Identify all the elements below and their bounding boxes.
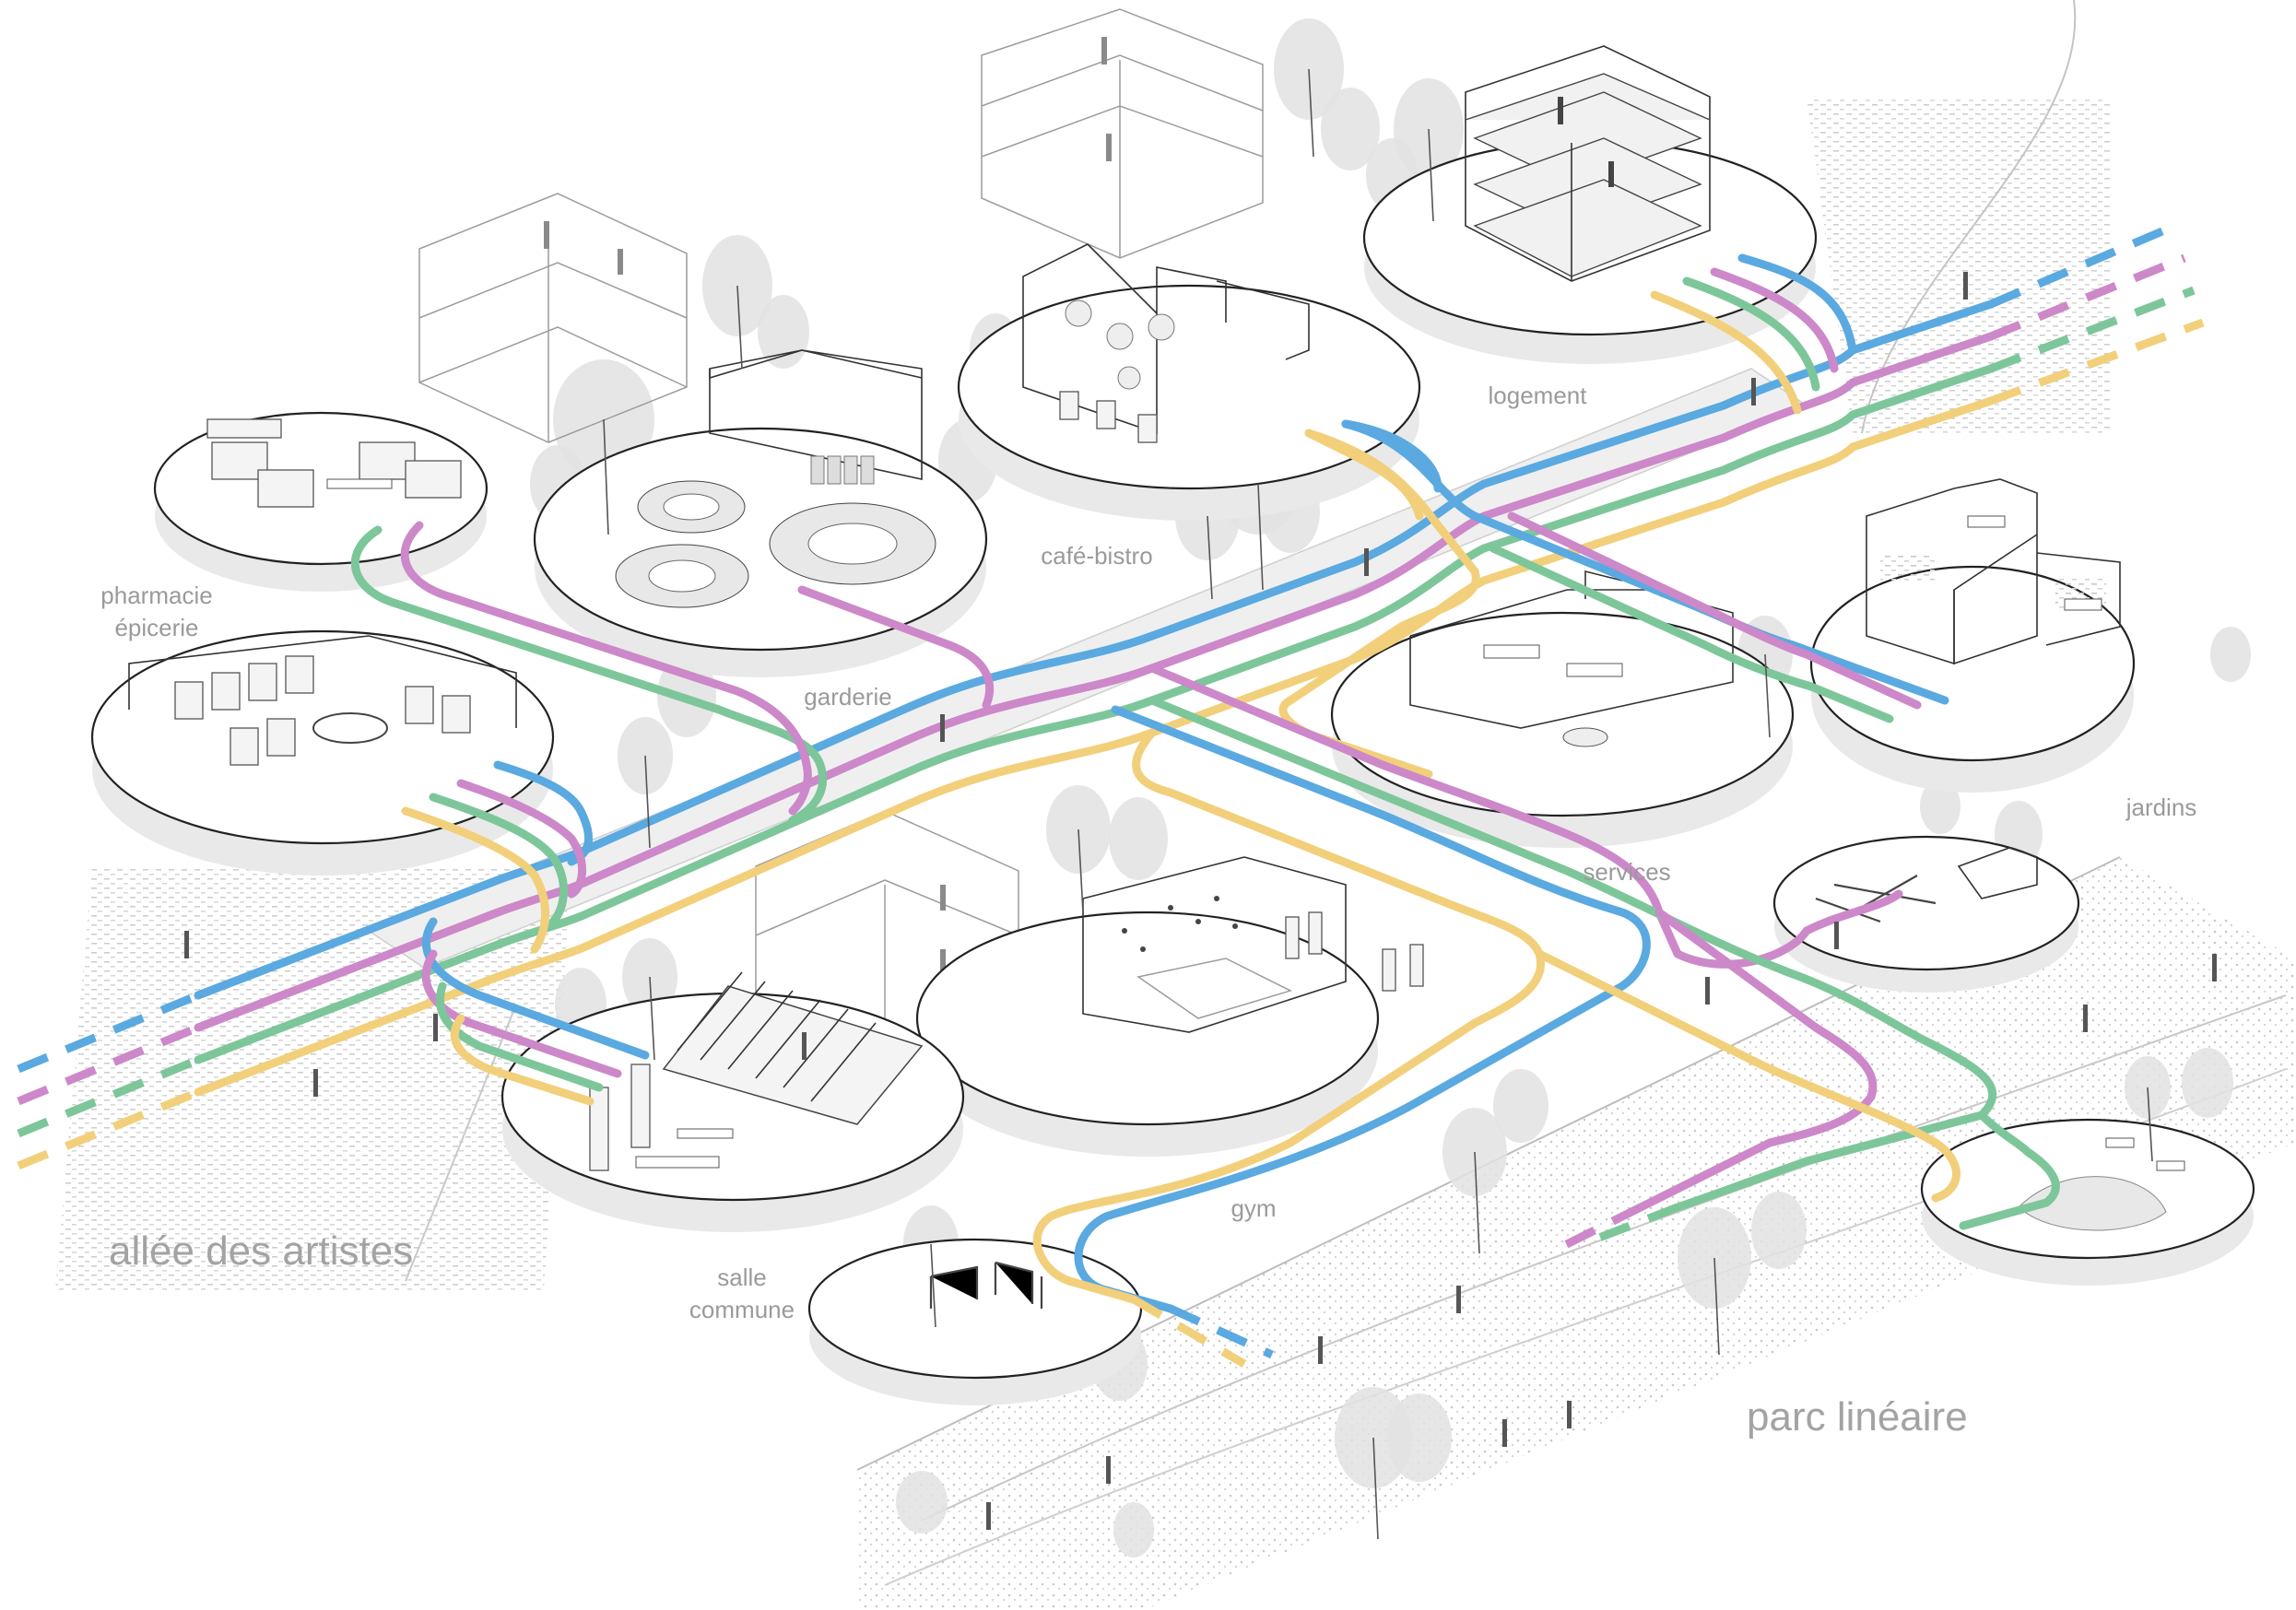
route-blue-dash-ne [1989,221,2177,309]
route-violet-pharmacie [400,521,812,816]
route-yellow-park [1535,949,1960,1203]
route-green-epicerie [429,793,569,926]
label-allee-des-artistes: allée des artistes [109,1228,413,1274]
route-green-cross [1489,544,1894,723]
route-blue-cafe [1341,419,1442,493]
route-blue-dash-south [1169,1304,1274,1359]
tree [1321,88,1380,170]
label-epicerie: épicerie [114,614,198,641]
route-violet-dash-ne [1989,253,2186,341]
platform-playground [1772,835,2080,971]
platform-cafe [957,284,1421,490]
route-violet-park [1636,908,1878,1212]
cafe-building [1022,243,1310,443]
route-violet-cross [1507,511,1922,710]
tree [896,1471,948,1534]
platform-services [1330,611,1795,817]
tree [758,295,809,369]
route-blue-logement [1737,253,1857,355]
route-blue-dash-sw [17,991,200,1074]
label-cafe-bistro: café-bistro [1041,542,1152,570]
garderie-upper-building [418,193,688,443]
playground-equipment [1815,847,2038,923]
route-violet-salle [421,949,622,1078]
tree [2182,1048,2233,1118]
route-yellow-south [1032,728,1545,1304]
label-jardins: jardins [2125,793,2197,821]
label-services: services [1583,858,1670,886]
epicerie-building [128,635,517,766]
labels: pharmacie épicerie garderie café-bistro … [100,382,2196,1440]
route-violet-logement [1710,267,1839,373]
platform-gym [915,911,1380,1126]
bollards [184,272,2217,1530]
route-green-dash-sw [17,1055,200,1138]
route-yellow-dash-south [1131,1296,1247,1368]
route-yellow-salle [450,1014,595,1106]
route-yellow-logement [1650,290,1802,415]
buildings [128,45,2185,1309]
texture-field-ne [1807,97,2111,433]
label-parc-lineaire: parc linéaire [1747,1394,1968,1440]
label-garderie: garderie [804,683,891,711]
label-salle: salle [717,1263,766,1291]
platform-outdoor-fitness [807,1238,1143,1380]
platform-jardins [1809,565,2136,762]
route-green-logement [1682,276,1820,392]
route-yellow-dash-ne [1989,318,2205,405]
route-green-park-end [1959,1111,2060,1230]
route-green-dash-ne [1989,286,2196,373]
route-violet-south [1148,664,1903,969]
route-violet-dash-sw [17,1023,200,1106]
tree [2210,627,2251,682]
label-logement: logement [1489,382,1588,409]
route-green-salle [435,981,604,1092]
gym-building [1082,856,1424,1033]
route-violet-dash-park [1555,1203,1643,1253]
route-violet-epicerie [456,779,587,899]
park-path-1 [921,994,2287,1522]
route-green-dash-park [1593,1203,1679,1244]
circulation-routes [17,221,2205,1368]
tree [1493,1069,1548,1143]
logement-building [1465,45,1711,282]
tree [1751,1192,1807,1269]
cafe-upper-building [981,8,1264,259]
label-pharmacie: pharmacie [100,582,212,609]
tree [1387,1393,1452,1482]
label-gym: gym [1230,1194,1276,1222]
route-yellow-epicerie [401,806,550,954]
route-blue-salle [421,917,650,1060]
services-building [1409,570,1734,747]
route-blue-south [1074,705,1651,1313]
route-violet-garderie [797,585,995,710]
tree-trunks [603,68,2153,1540]
tree [1109,797,1168,880]
jardins-building [1866,478,2121,665]
route-yellow-dash-sw [17,1087,200,1170]
salle-commune-bleachers [589,971,924,1171]
route-green-pharmacie [350,525,828,825]
route-yellow-cafe [1304,429,1424,521]
pharmacie-racks [206,418,462,508]
tree [1113,1502,1154,1557]
outdoor-fitness-equipment [929,1261,1043,1309]
label-commune: commune [689,1296,795,1323]
tree [1920,779,1960,834]
garderie-building [615,349,936,608]
